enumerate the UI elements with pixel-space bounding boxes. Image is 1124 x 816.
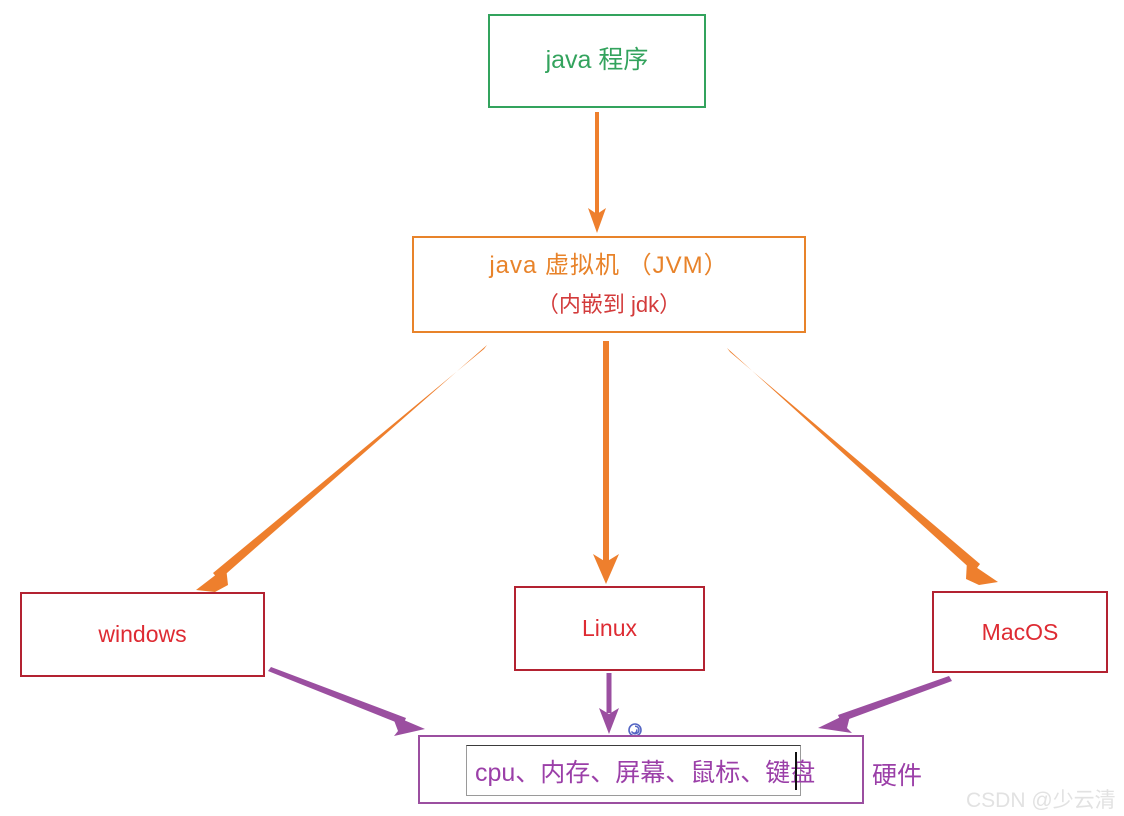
node-macos[interactable]: MacOS xyxy=(932,591,1108,673)
hardware-input-value: cpu、内存、屏幕、鼠标、键盘 xyxy=(475,758,816,787)
arrow-java-program-to-jvm xyxy=(588,112,606,233)
arrow-jvm-to-macos xyxy=(727,348,998,585)
arrow-jvm-to-linux xyxy=(593,341,619,584)
node-linux-label: Linux xyxy=(582,615,637,642)
arrow-jvm-to-windows xyxy=(196,345,487,592)
watermark: CSDN @少云清 xyxy=(966,789,1116,812)
hardware-text-input[interactable]: cpu、内存、屏幕、鼠标、键盘 xyxy=(466,745,815,796)
arrow-macos-to-hardware xyxy=(818,676,952,733)
node-jvm[interactable]: java 虚拟机 （JVM） （内嵌到 jdk） xyxy=(412,236,806,333)
node-jvm-label-secondary: （内嵌到 jdk） xyxy=(536,292,682,317)
node-macos-label: MacOS xyxy=(981,618,1059,645)
node-java-program-label: java 程序 xyxy=(545,46,649,75)
node-windows-label: windows xyxy=(98,621,187,648)
arrow-linux-to-hardware xyxy=(599,673,619,734)
node-jvm-label-primary: java 虚拟机 （JVM） xyxy=(489,252,729,279)
node-windows[interactable]: windows xyxy=(20,592,265,677)
text-caret xyxy=(795,752,797,790)
node-java-program[interactable]: java 程序 xyxy=(488,14,706,108)
node-linux[interactable]: Linux xyxy=(514,586,705,671)
arrow-windows-to-hardware xyxy=(268,667,425,736)
hardware-label: 硬件 xyxy=(872,762,923,790)
